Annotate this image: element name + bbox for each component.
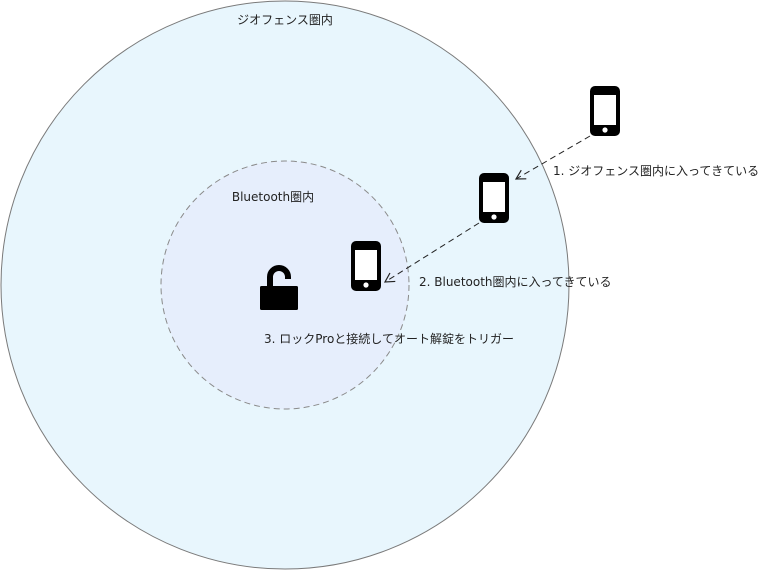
smartphone-icon <box>351 241 381 291</box>
step-3-label: 3. ロックProと接続してオート解錠をトリガー <box>264 331 514 346</box>
connector-arrow-step-2 <box>383 222 480 283</box>
step-2-label: 2. Bluetooth圏内に入ってきている <box>419 275 612 289</box>
geofence-zone-label: ジオフェンス圏内 <box>237 13 333 27</box>
smartphone-icon <box>590 86 620 136</box>
bluetooth-zone <box>160 160 410 410</box>
unlocked-padlock-icon <box>260 265 298 310</box>
step-1-label: 1. ジオフェンス圏内に入ってきている <box>553 164 759 178</box>
smartphone-icon <box>479 173 509 223</box>
bluetooth-zone-label: Bluetooth圏内 <box>232 190 314 204</box>
connector-arrow-step-1 <box>514 135 591 180</box>
